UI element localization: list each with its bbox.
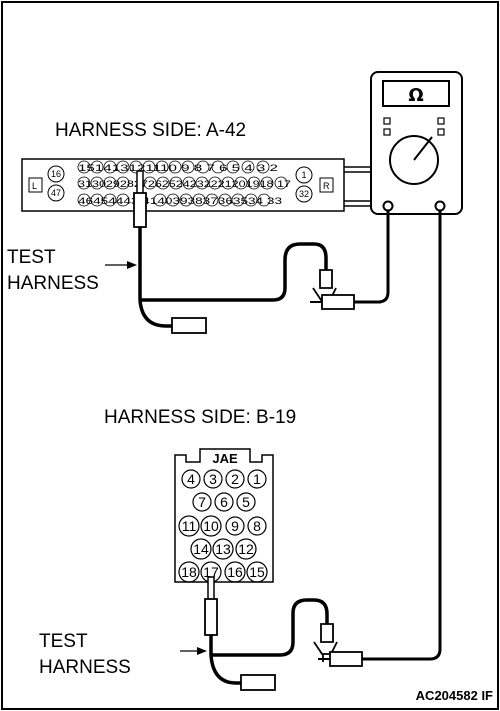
pin-circle: [192, 492, 212, 512]
connector-b-pin: 6: [220, 494, 228, 510]
pin-circle: [295, 166, 313, 184]
connector-b-pin: 9: [231, 518, 239, 534]
connector-a-row-top: 151413121110 9 8 7 6 5 4 3 2: [78, 163, 278, 173]
pin-circle: [200, 515, 222, 537]
connector-b-pin: 12: [238, 541, 254, 557]
harness-wire-to-clip: [140, 242, 328, 302]
probe-pin: [136, 170, 144, 196]
arrow-head: [197, 647, 207, 655]
pin-circle: [47, 165, 65, 183]
connector-b-pin: 1: [253, 471, 261, 487]
connector-b-pin: 13: [215, 541, 231, 557]
probe-pin: [207, 576, 215, 602]
ohm-symbol: Ω: [408, 85, 423, 106]
connector-a-pin-cells: [77, 160, 288, 207]
pin-circle: [190, 538, 212, 560]
alligator-clip: [319, 269, 333, 289]
test-harness-bottom-line1: TEST: [39, 631, 88, 652]
pin-circle: [47, 184, 65, 202]
harness-wire-to-clip: [211, 598, 329, 657]
pin-circle: [212, 538, 234, 560]
figure-id: AC204582 IF: [416, 688, 493, 703]
test-harness-bottom-line2: HARNESS: [39, 657, 131, 678]
meter-dial-pointer: [413, 136, 433, 161]
meter-lead-com: [354, 211, 390, 304]
multimeter: Ω: [370, 71, 463, 215]
connector-b-pin: 11: [182, 518, 197, 534]
connector-b-pin: 14: [193, 541, 209, 557]
connector-a-right-tag-box: [319, 177, 334, 193]
connector-a-pin-1: 1: [301, 170, 306, 180]
pin-circle: [203, 469, 223, 489]
test-harness-top-line2: HARNESS: [7, 273, 99, 294]
pin-circle: [247, 469, 267, 489]
meter-button: [383, 117, 391, 125]
connector-a-row-mid: 3130292827262524232221201918 17: [78, 179, 291, 189]
connector-a-pin-47: 47: [51, 188, 61, 198]
pin-circle: [181, 469, 201, 489]
alligator-jaw: [313, 641, 338, 655]
meter-button: [383, 128, 391, 136]
connector-a-right-tag: R: [323, 181, 330, 191]
pin-circle: [246, 561, 268, 583]
connector-b-pin: 10: [203, 518, 219, 534]
connector-b: JAE 4 3 2 1 7 6 5 11 10 9 8 14 13 12: [174, 448, 274, 583]
meter-terminal-ohm: [434, 200, 446, 212]
pin-circle: [295, 185, 313, 203]
connector-b-pin: 15: [249, 564, 265, 580]
pin-circle: [236, 492, 256, 512]
harness-wire-to-plug: [209, 654, 241, 685]
harness-plug: [171, 317, 207, 334]
connector-b-pin: 18: [181, 564, 197, 580]
connector-b-pin: 17: [203, 564, 219, 580]
alligator-clip: [320, 623, 334, 643]
probe-sleeve: [133, 192, 147, 228]
pin-circle: [225, 469, 245, 489]
probe-sleeve: [204, 598, 218, 636]
pin-circle: [178, 515, 200, 537]
meter-dial: [389, 135, 439, 185]
lead-plug: [329, 651, 363, 667]
connector-a-title: HARNESS SIDE: A-42: [55, 120, 246, 141]
pin-circle: [224, 561, 246, 583]
connector-a-body: [21, 158, 345, 212]
connector-b-pin: 7: [198, 494, 206, 510]
meter-lead-ohm: [362, 211, 442, 661]
meter-display: [382, 80, 450, 107]
meter-body: [370, 71, 463, 215]
harness-plug: [240, 674, 276, 691]
top-test-harness: [133, 170, 390, 334]
connector-b-body: [174, 448, 274, 583]
connector-a: L 16 47 151413121110 9 8 7 6 5 4 3 2 313…: [21, 158, 372, 212]
connector-b-pin: 4: [187, 471, 195, 487]
pin-circle: [178, 561, 200, 583]
connector-b-pin: 16: [227, 564, 243, 580]
connector-b-maker: JAE: [212, 451, 238, 466]
connector-a-row-bot: 46454443 4140393837363534 33: [78, 196, 282, 206]
connector-b-pin: 5: [242, 494, 250, 510]
pin-circle: [225, 516, 245, 536]
harness-wire-to-plug: [138, 299, 172, 328]
connector-a-pin-16: 16: [51, 169, 61, 179]
meter-terminal-com: [382, 200, 394, 212]
bottom-test-harness: [204, 211, 442, 691]
pin-circle: [235, 538, 257, 560]
meter-button: [437, 117, 445, 125]
arrow-head: [127, 261, 137, 269]
meter-button: [437, 128, 445, 136]
connector-b-title: HARNESS SIDE: B-19: [104, 407, 296, 428]
connector-b-pin: 3: [209, 471, 217, 487]
connector-a-pin-32: 32: [299, 189, 309, 199]
connector-b-pin: 8: [253, 518, 261, 534]
test-harness-top-line1: TEST: [7, 247, 56, 268]
pin-circle: [247, 516, 267, 536]
pin-circle: [214, 492, 234, 512]
connector-a-left-tag-box: [28, 177, 43, 193]
connector-a-left-tag: L: [32, 181, 37, 191]
lead-plug: [321, 294, 355, 310]
connector-b-pin: 2: [231, 471, 239, 487]
